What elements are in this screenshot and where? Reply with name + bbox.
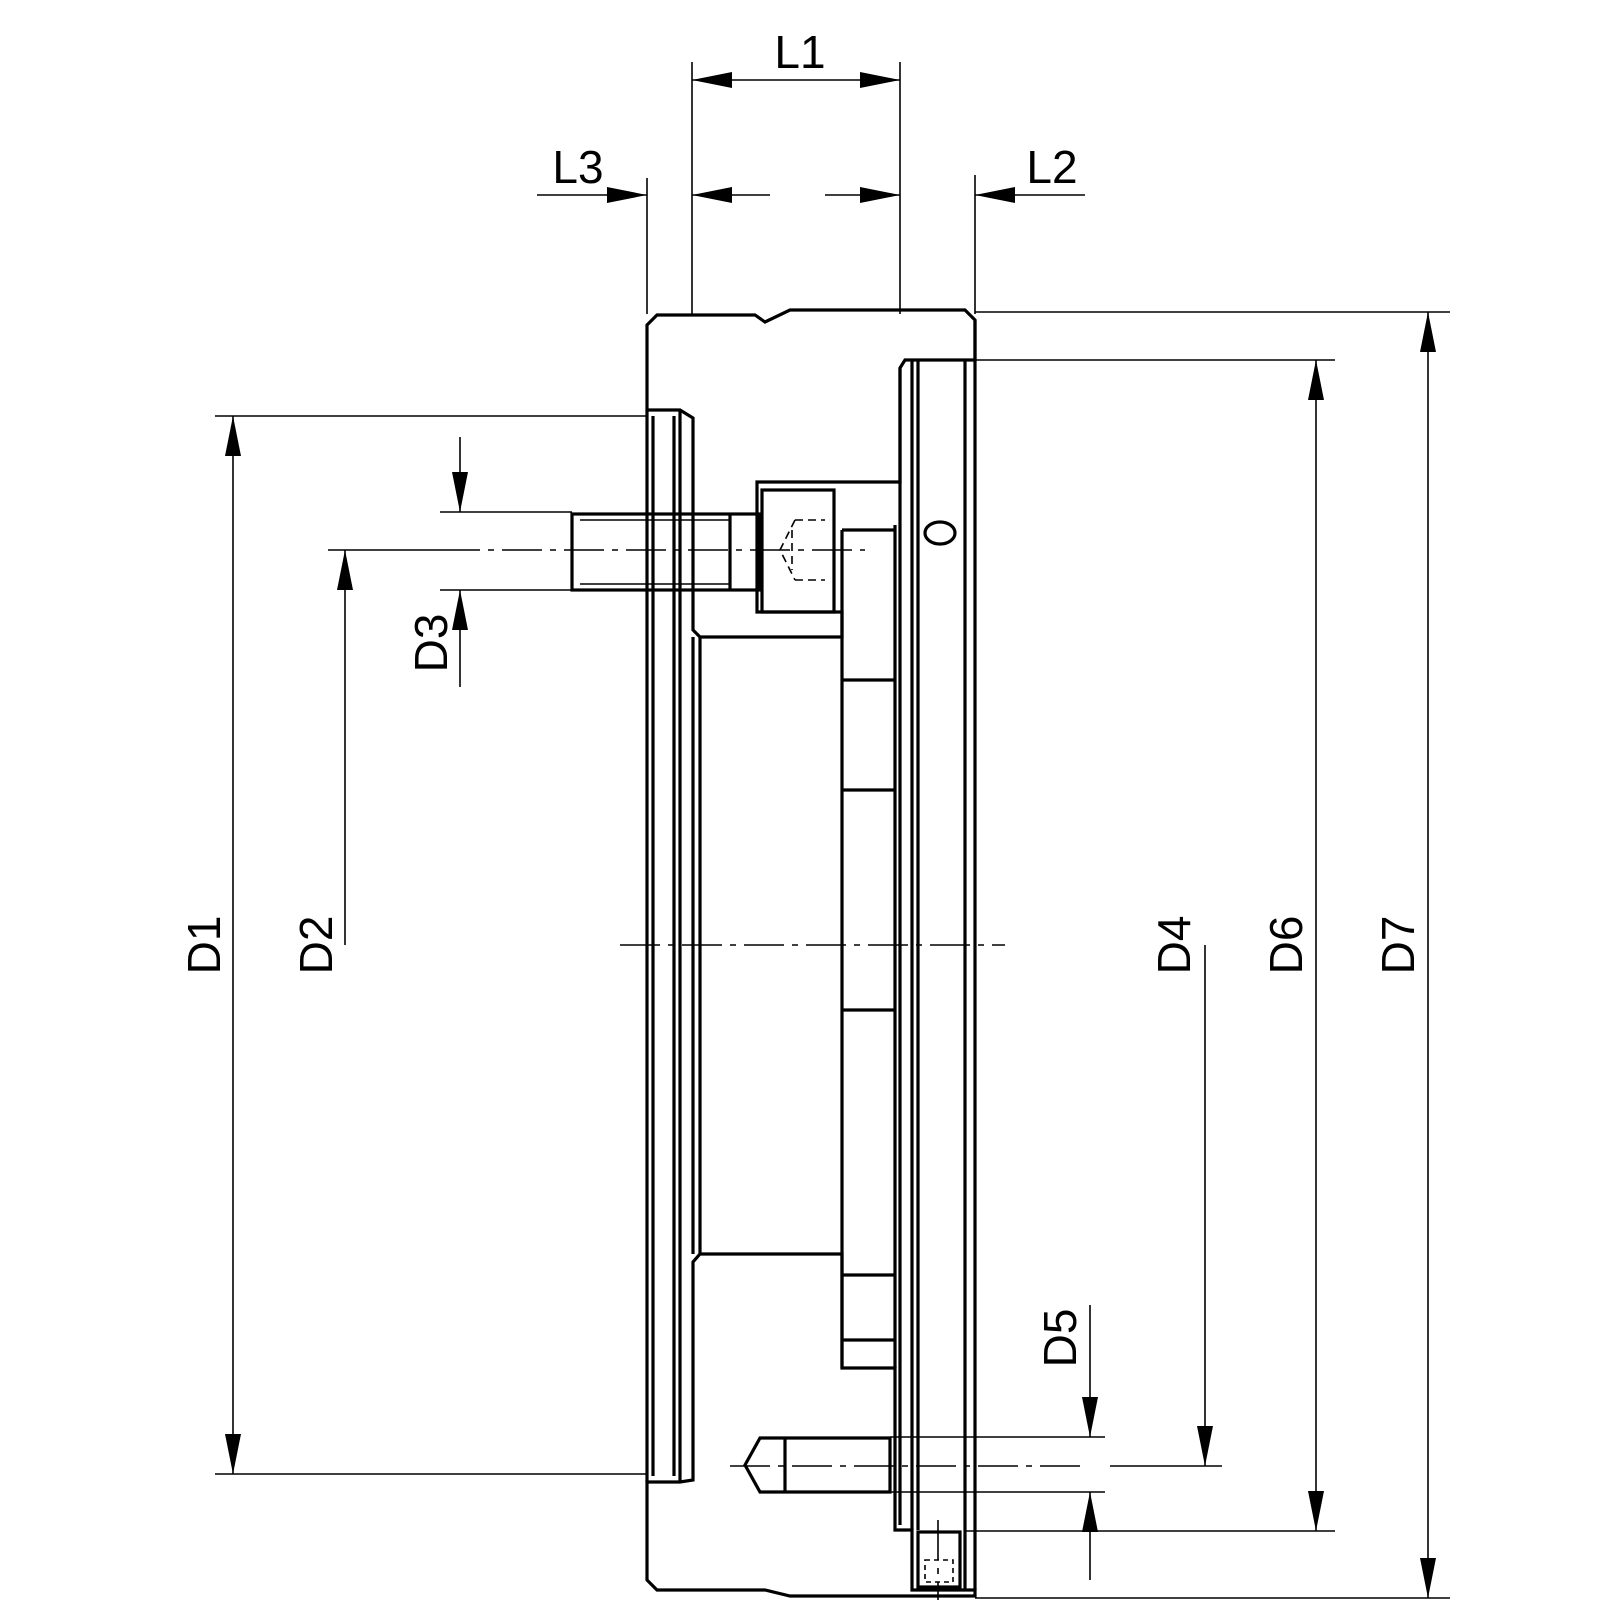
dowel-pin [743,1436,892,1494]
extension-lines [215,62,1450,1599]
label-D5: D5 [1034,1309,1086,1368]
label-D1: D1 [178,916,230,975]
label-D4: D4 [1148,916,1200,975]
label-D2: D2 [290,916,342,975]
oring-symbol [923,520,957,546]
label-D6: D6 [1260,916,1312,975]
label-L2: L2 [1026,141,1077,193]
body-outline [645,320,977,1590]
label-L3: L3 [552,141,603,193]
section-bottom [645,1252,977,1598]
cap-screw [570,488,836,614]
label-D7: D7 [1372,916,1424,975]
set-screw [916,1520,962,1600]
label-L1: L1 [774,26,825,78]
section-top [645,308,977,639]
dimension-lines [225,72,1436,1598]
label-D3: D3 [405,614,457,673]
